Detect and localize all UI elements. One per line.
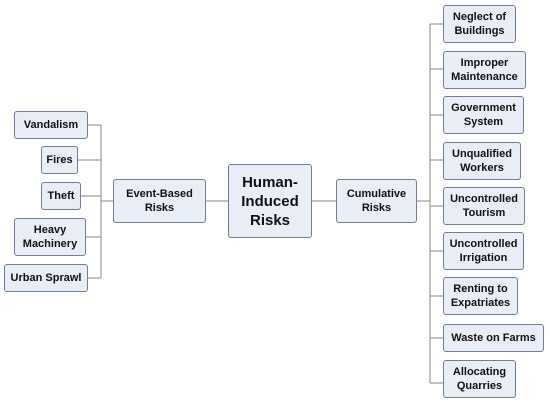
leaf-label: Urban Sprawl — [10, 272, 82, 284]
leaf-waste-on-farms: Waste on Farms — [443, 324, 544, 352]
leaf-uncontrolled-irrigation: Uncontrolled Irrigation — [443, 232, 524, 270]
leaf-label: Improper Maintenance — [451, 57, 518, 83]
cumulative-risks-node: Cumulative Risks — [336, 179, 417, 223]
cumulative-risks-label: Cumulative Risks — [346, 188, 407, 214]
leaf-unqualified-workers: Unqualified Workers — [443, 142, 521, 180]
leaf-theft: Theft — [41, 182, 81, 210]
leaf-urban-sprawl: Urban Sprawl — [4, 264, 88, 292]
leaf-label: Allocating Quarries — [452, 366, 507, 392]
leaf-label: Government System — [451, 102, 516, 128]
leaf-uncontrolled-tourism: Uncontrolled Tourism — [443, 187, 525, 225]
leaf-renting-to-expatriates: Renting to Expatriates — [443, 277, 518, 315]
leaf-label: Vandalism — [23, 119, 79, 131]
leaf-label: Uncontrolled Tourism — [450, 193, 518, 219]
leaf-heavy-machinery: Heavy Machinery — [14, 218, 86, 256]
leaf-improper-maintenance: Improper Maintenance — [443, 51, 526, 89]
event-based-risks-node: Event-Based Risks — [113, 179, 206, 223]
leaf-fires: Fires — [41, 146, 78, 174]
leaf-label: Fires — [46, 154, 73, 166]
event-based-risks-label: Event-Based Risks — [126, 188, 193, 214]
leaf-label: Uncontrolled Irrigation — [449, 238, 518, 264]
leaf-label: Waste on Farms — [451, 332, 536, 344]
root-node: Human-Induced Risks — [228, 164, 312, 238]
leaf-label: Unqualified Workers — [452, 148, 512, 174]
leaf-label: Theft — [47, 190, 75, 202]
leaf-government-system: Government System — [443, 96, 524, 134]
leaf-neglect-of-buildings: Neglect of Buildings — [443, 5, 516, 43]
leaf-allocating-quarries: Allocating Quarries — [443, 360, 516, 398]
leaf-label: Heavy Machinery — [22, 224, 78, 250]
leaf-vandalism: Vandalism — [14, 111, 88, 139]
root-node-label: Human-Induced Risks — [241, 173, 299, 229]
leaf-label: Renting to Expatriates — [450, 283, 511, 309]
leaf-label: Neglect of Buildings — [452, 11, 507, 37]
